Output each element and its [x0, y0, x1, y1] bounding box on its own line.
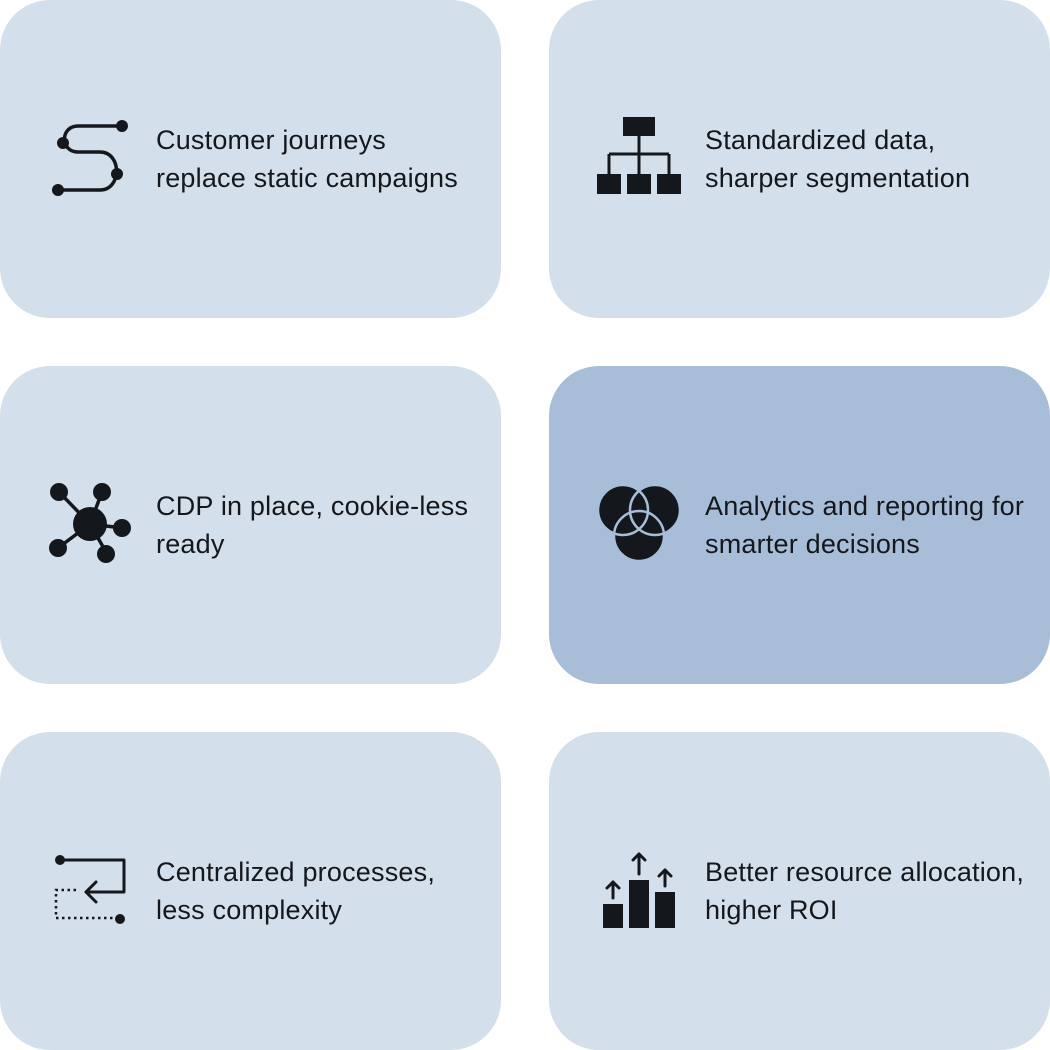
benefit-label: CDP in place, cookie-less ready — [156, 491, 469, 559]
benefit-label: Standardized data, sharper segmentation — [705, 125, 971, 193]
benefit-card-centralized: Centralized processes, less complexity — [0, 732, 501, 1050]
benefit-card-customer-journeys: Customer journeys replace static campaig… — [0, 0, 501, 318]
benefit-label: Better resource allocation, higher ROI — [705, 857, 1025, 925]
growth-bars-icon — [593, 846, 685, 938]
hierarchy-icon — [593, 114, 685, 206]
return-arrow-icon — [44, 846, 136, 938]
benefit-card-cdp: CDP in place, cookie-less ready — [0, 366, 501, 684]
benefit-card-standardized-data: Standardized data, sharper segmentation — [549, 0, 1050, 318]
benefit-card-analytics: Analytics and reporting for smarter deci… — [549, 366, 1050, 684]
venn-circles-icon — [593, 480, 685, 572]
journey-path-icon — [44, 114, 136, 206]
network-hub-icon — [44, 480, 136, 572]
benefit-label: Customer journeys replace static campaig… — [156, 125, 458, 193]
benefit-card-resource-allocation: Better resource allocation, higher ROI — [549, 732, 1050, 1050]
benefit-label: Centralized processes, less complexity — [156, 857, 436, 925]
benefit-label: Analytics and reporting for smarter deci… — [705, 491, 1025, 559]
